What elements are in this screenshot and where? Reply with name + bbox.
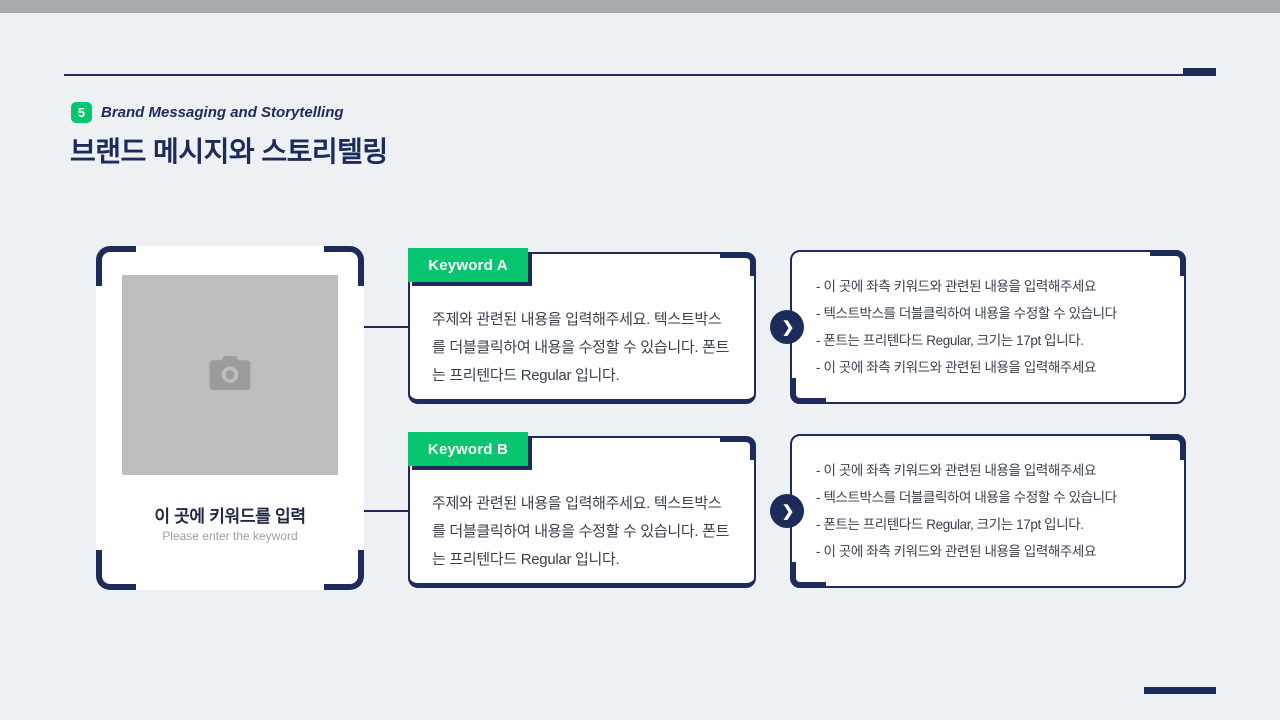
detail-line: - 이 곳에 좌측 키워드와 관련된 내용을 입력해주세요: [816, 463, 1096, 478]
detail-a-textbox[interactable]: - 이 곳에 좌측 키워드와 관련된 내용을 입력해주세요 - 텍스트박스를 더…: [790, 250, 1186, 404]
keyword-card-title[interactable]: 이 곳에 키워드를 입력: [154, 507, 306, 526]
keyword-card-subtitle: Please enter the keyword: [162, 529, 298, 543]
window-top-strip: [0, 0, 1280, 13]
chevron-right-icon: ❯: [770, 310, 804, 344]
keyword-b-textbox[interactable]: Keyword B 주제와 관련된 내용을 입력해주세요. 텍스트박스를 더블클…: [408, 432, 756, 588]
card-corner-bracket: [324, 550, 364, 590]
detail-line: - 이 곳에 좌측 키워드와 관련된 내용을 입력해주세요: [816, 360, 1096, 375]
box-corner-bracket: [720, 252, 756, 276]
keyword-b-tab[interactable]: Keyword B: [408, 432, 528, 466]
card-corner-bracket: [96, 550, 136, 590]
box-corner-bracket: [1150, 250, 1186, 276]
footer-accent-bar: [1144, 687, 1216, 694]
box-corner-bracket: [790, 562, 826, 588]
detail-line: - 폰트는 프리텐다드 Regular, 크기는 17pt 입니다.: [816, 517, 1084, 532]
keyword-a-tab[interactable]: Keyword A: [408, 248, 528, 282]
detail-b-textbox[interactable]: - 이 곳에 좌측 키워드와 관련된 내용을 입력해주세요 - 텍스트박스를 더…: [790, 434, 1186, 588]
box-corner-bracket: [790, 378, 826, 404]
detail-line: - 텍스트박스를 더블클릭하여 내용을 수정할 수 있습니다: [816, 306, 1117, 321]
section-subtitle[interactable]: Brand Messaging and Storytelling: [101, 104, 344, 121]
connector-line-b: [356, 510, 416, 512]
detail-line: - 텍스트박스를 더블클릭하여 내용을 수정할 수 있습니다: [816, 490, 1117, 505]
detail-line: - 이 곳에 좌측 키워드와 관련된 내용을 입력해주세요: [816, 544, 1096, 559]
keyword-a-textbox[interactable]: Keyword A 주제와 관련된 내용을 입력해주세요. 텍스트박스를 더블클…: [408, 248, 756, 404]
chevron-right-icon: ❯: [770, 494, 804, 528]
header-divider-line: [64, 74, 1216, 76]
detail-line: - 이 곳에 좌측 키워드와 관련된 내용을 입력해주세요: [816, 279, 1096, 294]
keyword-card[interactable]: 이 곳에 키워드를 입력 Please enter the keyword: [96, 246, 364, 590]
detail-line: - 폰트는 프리텐다드 Regular, 크기는 17pt 입니다.: [816, 333, 1084, 348]
page-title[interactable]: 브랜드 메시지와 스토리텔링: [70, 136, 388, 167]
keyword-a-body-text: 주제와 관련된 내용을 입력해주세요. 텍스트박스를 더블클릭하여 내용을 수정…: [432, 311, 730, 384]
image-placeholder[interactable]: [122, 275, 338, 475]
box-corner-bracket: [1150, 434, 1186, 460]
keyword-b-body-text: 주제와 관련된 내용을 입력해주세요. 텍스트박스를 더블클릭하여 내용을 수정…: [432, 495, 730, 568]
card-corner-bracket: [96, 246, 136, 286]
card-corner-bracket: [324, 246, 364, 286]
section-number-badge[interactable]: 5: [71, 102, 92, 123]
box-corner-bracket: [720, 436, 756, 460]
header-divider-accent: [1183, 68, 1216, 76]
connector-line-a: [356, 326, 416, 328]
camera-icon: [209, 355, 251, 395]
